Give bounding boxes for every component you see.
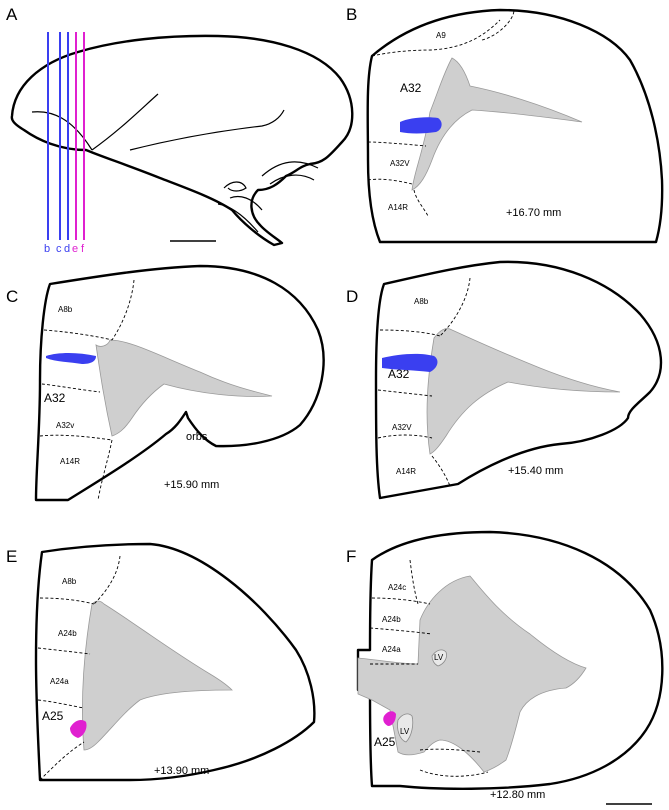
border-a9-b: [371, 9, 515, 57]
ventricle-b: [411, 57, 583, 191]
coordinate-d: +15.40 mm: [508, 465, 563, 477]
ventricle-label-f-1: LV: [434, 653, 444, 662]
frontal-sulcus: [31, 111, 93, 151]
border-a14r-b: [413, 189, 429, 217]
panel-f-letter: F: [346, 547, 356, 566]
area-label-f-3: A24a: [382, 645, 401, 654]
panel-c: C A8b A32 A32v A14R orbs +15.90 mm: [6, 264, 325, 502]
area-label-d-1: A8b: [414, 297, 429, 306]
area-label-f-1: A24c: [388, 583, 406, 592]
border-a25-e: [37, 699, 85, 781]
area-label-b-1: A9: [436, 31, 446, 40]
area-label-b-2: A32: [400, 81, 422, 95]
area-label-e-2: A24b: [58, 629, 77, 638]
area-label-c-1: A8b: [58, 305, 73, 314]
ventricle-label-f-2: LV: [400, 727, 410, 736]
border-a24c-f: [371, 559, 431, 605]
area-label-e-1: A8b: [62, 577, 77, 586]
border-a8b-e: [39, 555, 121, 605]
ventricle-e: [82, 600, 233, 751]
area-label-c-3: A32v: [56, 421, 74, 430]
temporal-sulcus: [129, 109, 285, 151]
tract-label-f: f: [81, 243, 85, 255]
panel-b-letter: B: [346, 5, 357, 24]
border-a8b-c: [43, 279, 135, 341]
lateral-sulcus: [91, 93, 159, 151]
ventricle-f: [357, 575, 587, 773]
orbs-label: orbs: [186, 431, 208, 443]
panel-a: A b c d e f: [6, 5, 354, 255]
border-a8b-d: [379, 277, 471, 337]
coordinate-c: +15.90 mm: [164, 479, 219, 491]
area-label-f-2: A24b: [382, 615, 401, 624]
area-label-c-4: A14R: [60, 457, 80, 466]
border-a25-f: [419, 748, 489, 777]
area-label-e-3: A24a: [50, 677, 69, 686]
coordinate-f: +12.80 mm: [490, 789, 545, 801]
area-label-f-4: A25: [374, 735, 396, 749]
panel-e: E A8b A24b A24a A25 +13.90 mm: [6, 542, 316, 782]
panel-e-letter: E: [6, 547, 17, 566]
border-a24b-f: [369, 627, 433, 635]
coordinate-e: +13.90 mm: [154, 765, 209, 777]
border-a32-b: [367, 141, 427, 147]
tract-label-b: b: [44, 243, 50, 255]
area-label-b-3: A32V: [390, 159, 410, 168]
tract-label-d: d: [64, 243, 70, 255]
area-label-d-3: A32V: [392, 423, 412, 432]
injection-site-e: [70, 720, 87, 738]
area-label-c-2: A32: [44, 391, 66, 405]
coordinate-b: +16.70 mm: [506, 207, 561, 219]
area-label-e-4: A25: [42, 709, 64, 723]
injection-site-d: [382, 353, 438, 372]
tract-label-e: e: [72, 243, 78, 255]
border-a14r-d: [431, 455, 451, 487]
panel-d: D A8b A32 A32V A14R +15.40 mm: [346, 260, 663, 500]
section-outline-b: [366, 8, 664, 244]
area-label-b-4: A14R: [388, 203, 408, 212]
area-label-d-4: A14R: [396, 467, 416, 476]
border-a32v-c: [39, 434, 113, 441]
panel-b: B A9 A32 A32V A14R +16.70 mm: [346, 5, 664, 244]
area-label-d-2: A32: [388, 367, 410, 381]
cerebellum-folia: [217, 161, 319, 233]
border-a24b-e: [37, 647, 91, 655]
tract-label-c: c: [56, 243, 62, 255]
injection-site-c: [46, 353, 96, 364]
panel-a-letter: A: [6, 5, 18, 24]
panel-c-letter: C: [6, 287, 18, 306]
border-a32v-d: [377, 434, 433, 439]
brain-lateral-outline: [10, 34, 354, 247]
ventricle-d: [426, 328, 621, 455]
border-a32-d: [377, 389, 433, 397]
panel-f: F A24c A24b A24a A25 LV LV +12.80 mm: [346, 530, 664, 805]
injection-site-f: [383, 711, 396, 726]
ventricle-c: [95, 339, 273, 437]
panel-d-letter: D: [346, 287, 358, 306]
lateral-ventricle-f-1: [431, 649, 447, 667]
border-a32-c: [41, 383, 101, 393]
lateral-ventricle-f-2: [397, 713, 414, 743]
injection-site-b: [400, 117, 442, 134]
